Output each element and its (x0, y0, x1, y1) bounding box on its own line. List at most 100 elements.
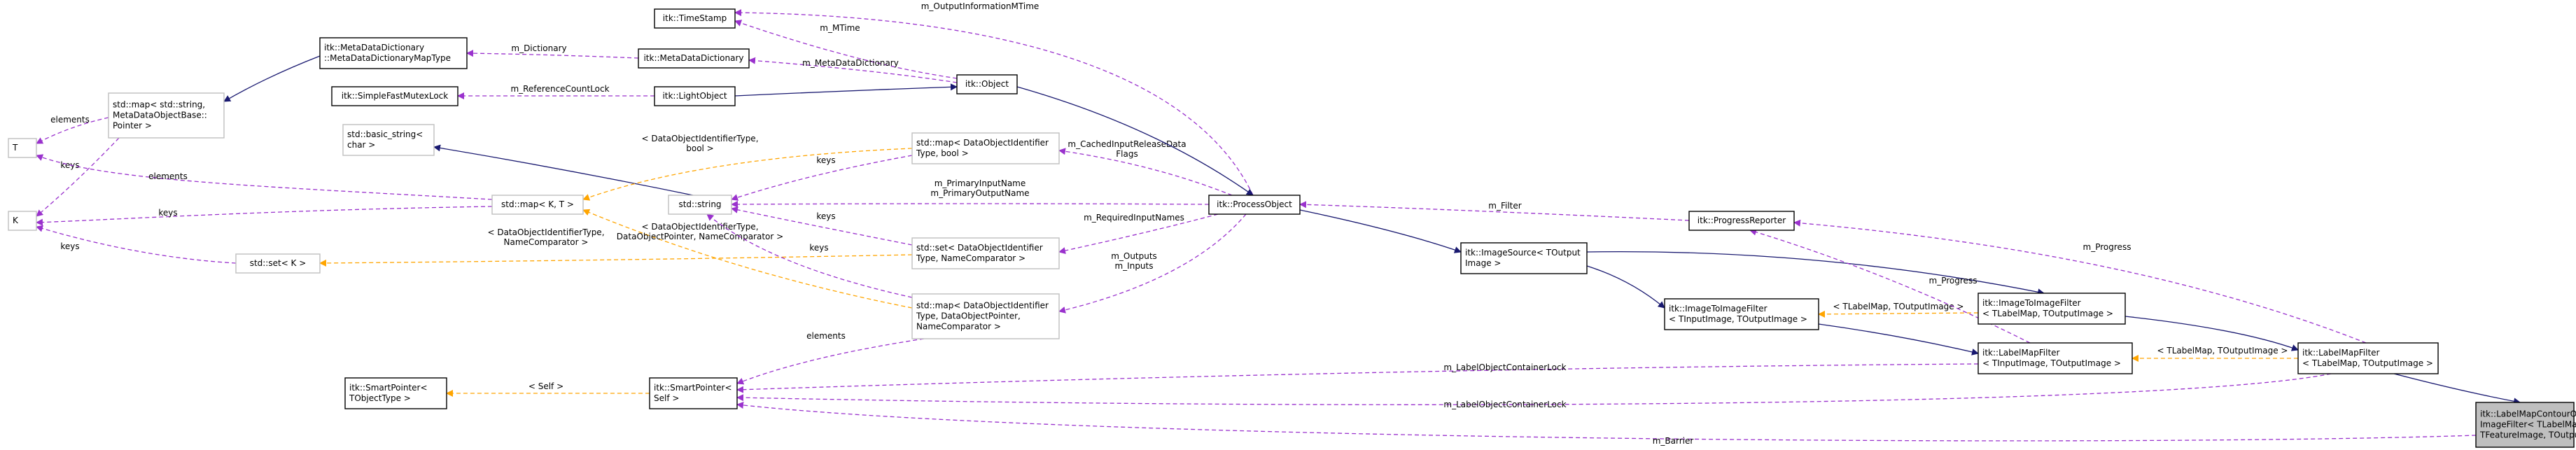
edge-label: bool > (686, 143, 714, 153)
edge-label: elements (806, 331, 846, 341)
edge-usage-progrep-procobj: m_Filter (1299, 201, 1690, 221)
edge-usage-lobj-sfml: m_ReferenceCountLock (457, 84, 655, 99)
class-node-setDOI[interactable]: std::set< DataObjectIdentifierType, Name… (911, 237, 1060, 269)
usage-arrow (731, 155, 913, 201)
class-node-mddmt[interactable]: itk::MetaDataDictionary::MetaDataDiction… (319, 37, 468, 69)
class-node-label: std::map< DataObjectIdentifier (916, 138, 1049, 148)
class-node-box (1977, 293, 2126, 325)
usage-arrow (36, 225, 237, 264)
class-node-setK[interactable]: std::set< K > (235, 253, 321, 274)
edge-label: NameComparator > (504, 237, 589, 247)
class-node-box (911, 237, 1060, 269)
edge-usage-mapbool-stdstr: keys (731, 155, 913, 201)
usage-arrow (734, 20, 958, 79)
class-node-label: itk::LabelMapFilter (2302, 348, 2380, 358)
edge-label: keys (816, 155, 835, 165)
edge-label: < TLabelMap, TOutputImage > (1833, 302, 1964, 311)
edge-label: m_MetaDataDictionary (802, 58, 899, 68)
class-node-sptrS[interactable]: itk::SmartPointer<Self > (649, 377, 738, 409)
template-instance-arrow (319, 254, 913, 267)
class-node-label: std::set< DataObjectIdentifier (916, 243, 1043, 253)
edge-label: keys (158, 208, 177, 218)
class-node-mapDOP[interactable]: std::map< DataObjectIdentifierType, Data… (911, 293, 1060, 339)
usage-arrow (731, 206, 913, 246)
usage-arrow (736, 373, 2332, 405)
class-node-i2ifT[interactable]: itk::ImageToImageFilter< TInputImage, TO… (1664, 298, 1819, 330)
edge-usage-mapKT-K: keys (36, 206, 493, 226)
edge-inherit-mddmt-mapmeta (223, 55, 321, 102)
edge-label: keys (816, 211, 835, 221)
class-node-box (2297, 342, 2439, 374)
template-instance-arrow (1818, 310, 1979, 318)
usage-arrow (736, 402, 2477, 442)
edge-template-mapDOP-mapKT: < DataObjectIdentifierType,DataObjectPoi… (582, 209, 913, 309)
class-node-box (911, 132, 1060, 164)
class-node-progrep[interactable]: itk::ProgressReporter (1688, 211, 1795, 231)
class-node-focus[interactable]: itk::LabelMapContourOverlayImageFilter< … (2475, 402, 2576, 448)
edge-usage-mapDOP-stdstr: keys (706, 213, 913, 298)
usage-arrow (748, 57, 958, 83)
class-node-imgsrc[interactable]: itk::ImageSource< TOutputImage > (1460, 242, 1588, 274)
edge-usage-lmfT-sptrS: m_LabelObjectContainerLock (736, 363, 1979, 393)
class-node-box (956, 74, 1018, 94)
class-node-label: itk::ProgressReporter (1698, 216, 1786, 225)
edge-inherit-obj-procobj (1016, 86, 1254, 196)
edge-usage-lmfL-progrep: m_Progress (1793, 219, 2367, 344)
edge-usage-focus-sptrS: m_Barrier (736, 402, 2477, 446)
edge-usage-mdd-mddmt: m_Dictionary (466, 43, 639, 59)
class-node-box (654, 86, 736, 106)
edge-label: m_Dictionary (511, 43, 566, 53)
class-node-mapbool[interactable]: std::map< DataObjectIdentifierType, bool… (911, 132, 1060, 164)
class-node-sfml[interactable]: itk::SimpleFastMutexLock (331, 86, 458, 106)
class-node-stdstr[interactable]: std::string (668, 195, 732, 215)
class-node-box (344, 377, 447, 409)
edge-label: elements (50, 115, 90, 125)
usage-arrow (466, 50, 639, 59)
class-node-label: Type, bool > (916, 148, 969, 158)
edge-inherit-imgsrc-i2ifT (1586, 265, 1665, 309)
usage-arrow (1793, 219, 2367, 344)
edge-label: DataObjectPointer, NameComparator > (617, 232, 783, 241)
class-node-i2ifL[interactable]: itk::ImageToImageFilter< TLabelMap, TOut… (1977, 293, 2126, 325)
edge-label: m_Outputs (1111, 251, 1157, 261)
class-node-label: itk::LabelMapContourOverlay (2480, 409, 2576, 419)
usage-arrow (736, 338, 925, 385)
class-node-T[interactable]: T (8, 138, 37, 158)
class-node-label: Image > (1465, 258, 1501, 268)
edge-label: m_Inputs (1114, 261, 1153, 271)
class-node-procobj[interactable]: itk::ProcessObject (1208, 195, 1301, 215)
edge-inherit-lmfL-focus (2393, 373, 2521, 405)
edge-label: Flags (1116, 149, 1138, 159)
inheritance-arrow (2124, 316, 2299, 351)
class-node-box (1208, 195, 1301, 215)
class-node-lmfL[interactable]: itk::LabelMapFilter< TLabelMap, TOutputI… (2297, 342, 2439, 374)
edge-inherit-i2ifL-lmfL (2124, 316, 2299, 351)
class-node-label: Self > (654, 393, 679, 403)
inheritance-arrow (1586, 265, 1665, 309)
class-node-box (649, 377, 738, 409)
edge-usage-mapmeta-K: keys (36, 137, 120, 217)
class-node-lobj[interactable]: itk::LightObject (654, 86, 736, 106)
class-node-label: < TLabelMap, TOutputImage > (2302, 358, 2433, 368)
class-node-sptrT[interactable]: itk::SmartPointer<TObjectType > (344, 377, 447, 409)
edge-label: m_Progress (2083, 242, 2132, 252)
class-node-label: std::map< std::string, (113, 100, 205, 110)
class-node-obj[interactable]: itk::Object (956, 74, 1018, 94)
class-node-basicstr[interactable]: std::basic_string<char > (342, 124, 435, 156)
class-node-label: itk::ImageToImageFilter (1669, 304, 1768, 314)
class-node-mapKT[interactable]: std::map< K, T > (491, 195, 584, 215)
class-node-label: < TLabelMap, TOutputImage > (1982, 309, 2113, 318)
edge-usage-mapmeta-T: elements (36, 115, 109, 144)
class-node-label: itk::SmartPointer< (349, 383, 428, 393)
class-node-tstamp[interactable]: itk::TimeStamp (654, 8, 736, 29)
class-node-K[interactable]: K (8, 211, 37, 231)
class-node-mapmeta[interactable]: std::map< std::string,MetaDataObjectBase… (108, 92, 225, 139)
class-node-lmfT[interactable]: itk::LabelMapFilter< TInputImage, TOutpu… (1977, 342, 2133, 374)
usage-arrow (36, 117, 109, 144)
class-node-mdd[interactable]: itk::MetaDataDictionary (638, 48, 750, 69)
class-node-label: Type, NameComparator > (916, 253, 1026, 263)
inheritance-arrow (1586, 251, 2045, 296)
usage-arrow (1058, 213, 1219, 254)
class-node-box (8, 138, 37, 158)
class-node-box (911, 293, 1060, 339)
